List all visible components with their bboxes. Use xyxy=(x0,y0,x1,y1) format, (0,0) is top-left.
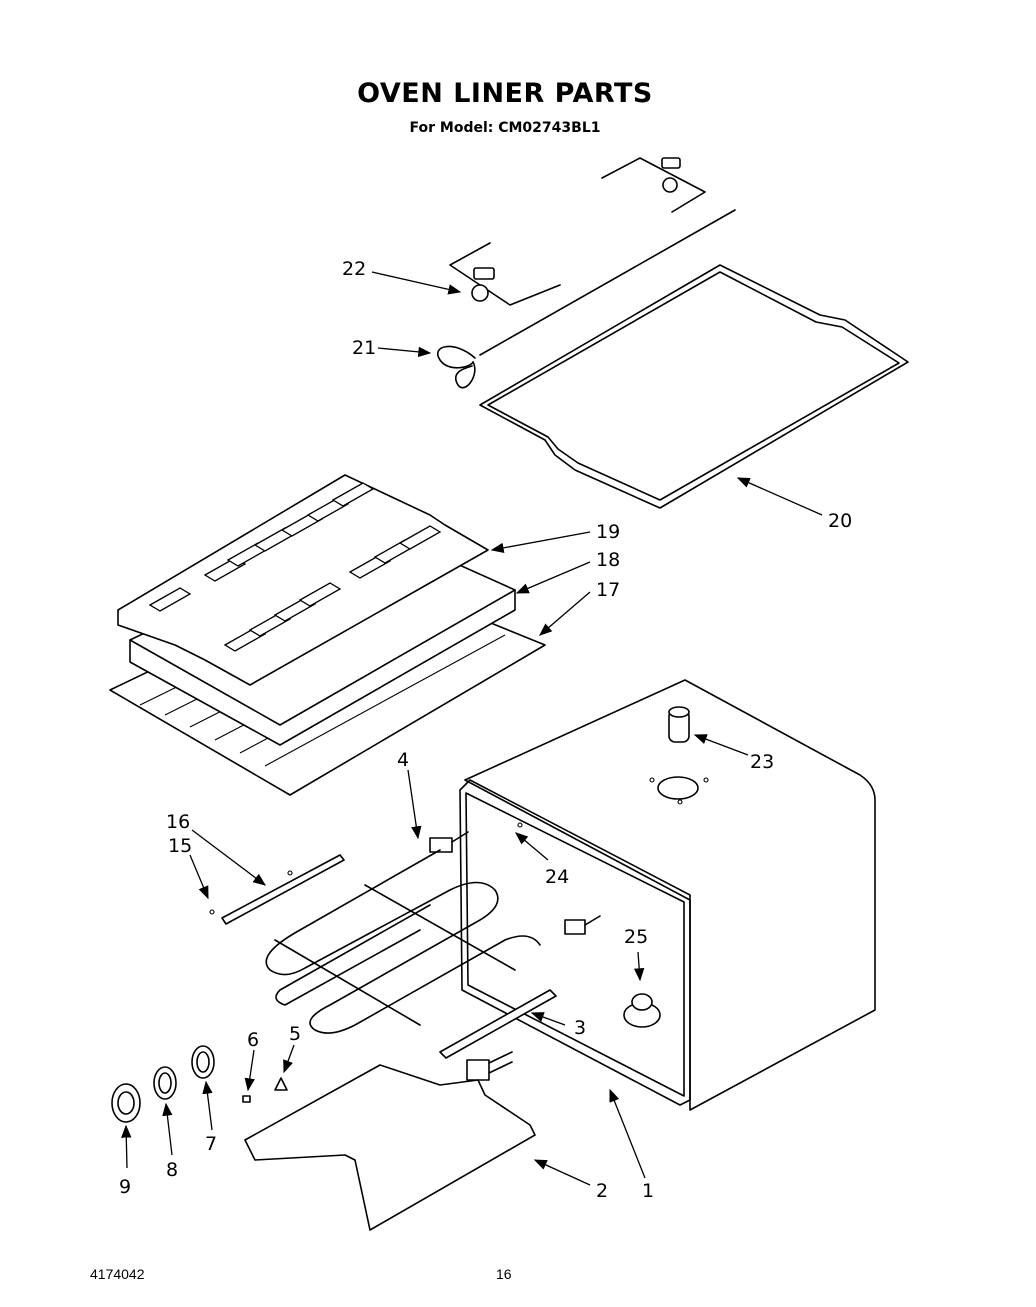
callout-5: 5 xyxy=(289,1023,301,1045)
callout-3: 3 xyxy=(574,1017,586,1039)
rack-rail xyxy=(439,989,557,1059)
grommet-8 xyxy=(153,1066,177,1100)
callout-9: 9 xyxy=(119,1176,131,1198)
model-subtitle: For Model: CM02743BL1 xyxy=(409,120,601,136)
callout-17: 17 xyxy=(596,579,620,601)
lower-element xyxy=(244,1051,536,1231)
document-number: 4174042 xyxy=(90,1266,145,1282)
callout-16: 16 xyxy=(166,811,190,833)
callout-2: 2 xyxy=(596,1180,608,1202)
page-title: OVEN LINER PARTS xyxy=(357,78,653,109)
broil-element xyxy=(479,264,909,509)
oven-liner xyxy=(459,679,876,1111)
bushing-9 xyxy=(111,1083,141,1123)
nut xyxy=(274,1077,288,1091)
rack-support-lower xyxy=(449,242,561,306)
callout-22: 22 xyxy=(342,258,366,280)
callout-15: 15 xyxy=(168,835,192,857)
broiler-grid xyxy=(117,474,489,686)
callout-1: 1 xyxy=(642,1180,654,1202)
callout-19: 19 xyxy=(596,521,620,543)
rack-support-upper xyxy=(601,157,706,213)
rack-guide xyxy=(209,854,345,925)
callout-21: 21 xyxy=(352,337,376,359)
screw xyxy=(242,1095,251,1103)
callout-25: 25 xyxy=(624,926,648,948)
callout-6: 6 xyxy=(247,1029,259,1051)
callout-4: 4 xyxy=(397,749,409,771)
callout-24: 24 xyxy=(545,866,569,888)
callout-7: 7 xyxy=(205,1133,217,1155)
callout-18: 18 xyxy=(596,549,620,571)
grommet-7 xyxy=(191,1045,215,1079)
bake-element xyxy=(265,831,601,1034)
callout-23: 23 xyxy=(750,751,774,773)
page-number: 16 xyxy=(496,1266,512,1282)
callout-20: 20 xyxy=(828,510,852,532)
temperature-sensor xyxy=(437,209,736,389)
callout-8: 8 xyxy=(166,1159,178,1181)
leader-lines xyxy=(121,271,823,1186)
